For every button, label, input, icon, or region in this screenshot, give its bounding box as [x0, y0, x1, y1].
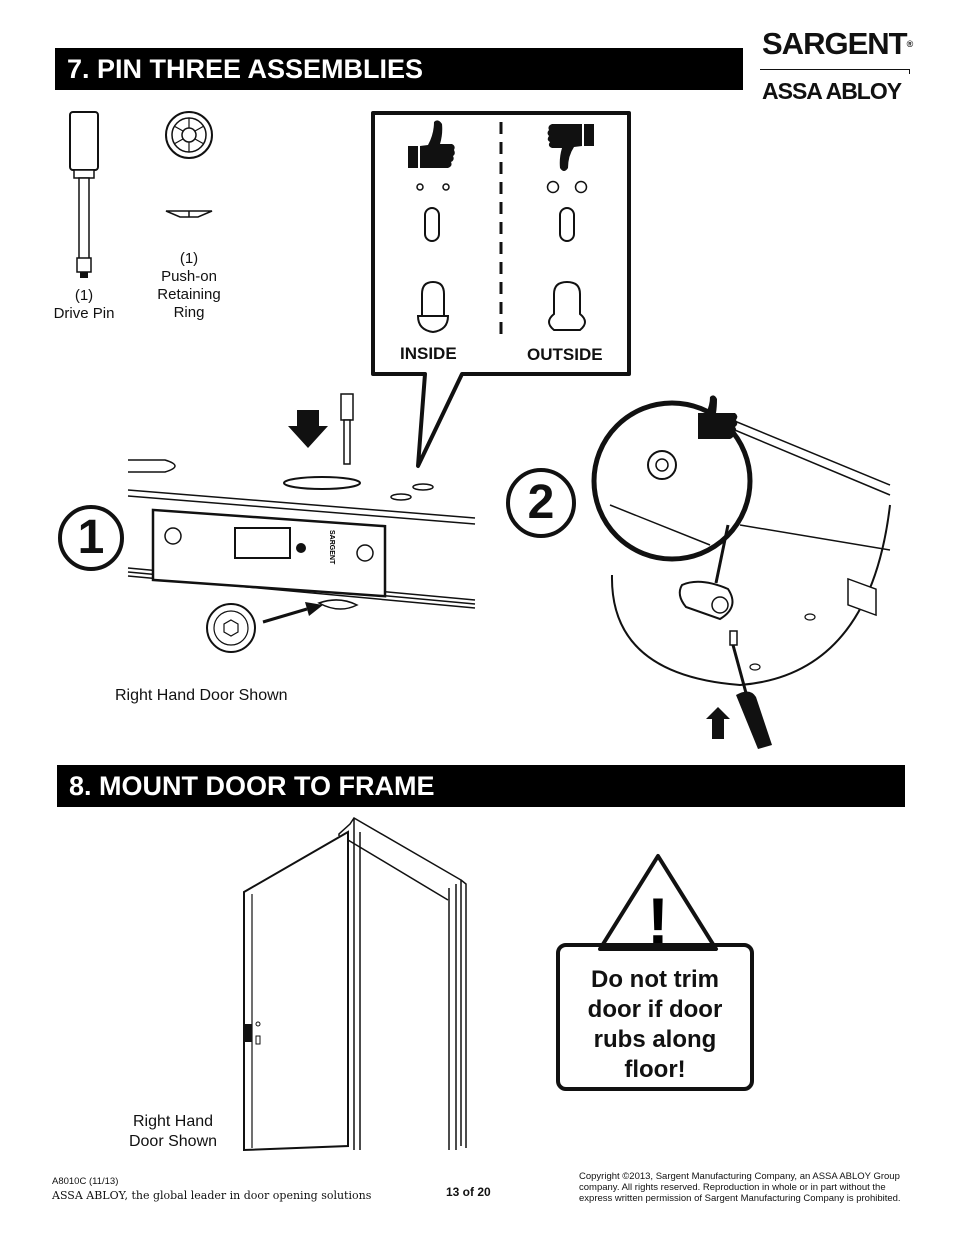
retaining-ring-illustration — [165, 111, 213, 218]
assa-abloy-logo: ASSA ABLOY — [762, 78, 902, 104]
detail-view-illustration — [591, 395, 891, 749]
thumbs-up-icon — [408, 120, 455, 168]
door-frame-illustration — [243, 816, 467, 1152]
retaining-ring-name-2: Retaining — [157, 286, 221, 303]
warning-line-1: Do not trim — [591, 966, 719, 993]
callout-box — [371, 111, 631, 468]
brand-divider — [760, 69, 910, 74]
warning-line-2: door if door — [587, 996, 723, 1023]
copyright-line-3: express written permission of Sargent Ma… — [579, 1193, 901, 1204]
step-number-1-circle: 1 — [58, 505, 124, 571]
retaining-ring-name-1: Push-on — [161, 268, 217, 285]
brand-name: SARGENT — [762, 26, 908, 61]
footer-tagline: ASSA ABLOY, the global leader in door op… — [52, 1189, 372, 1202]
warning-box: Do not trim door if door rubs along floo… — [556, 943, 754, 1091]
sargent-logo: SARGENT® — [762, 26, 914, 62]
step8-caption: Right Hand Door Shown — [112, 1112, 234, 1152]
step8-caption-line-2: Door Shown — [128, 1133, 218, 1150]
inside-label: INSIDE — [400, 344, 457, 363]
copyright-line-1: Copyright ©2013, Sargent Manufacturing C… — [579, 1171, 900, 1182]
warning-line-3: rubs along — [593, 1026, 717, 1053]
thumbs-down-icon — [547, 124, 594, 171]
page-number: 13 of 20 — [446, 1185, 491, 1199]
warning-line-4: floor! — [624, 1056, 686, 1083]
retaining-ring-name-3: Ring — [173, 304, 205, 321]
copyright-line-2: company. All rights reserved. Reproducti… — [579, 1182, 886, 1193]
drive-pin-illustration — [69, 111, 99, 278]
warning-mark: ! — [647, 884, 669, 952]
drive-pin-name: Drive Pin — [53, 305, 115, 322]
drive-pin-label: (1) Drive Pin — [40, 287, 128, 323]
retaining-ring-qty: (1) — [179, 250, 199, 267]
step8-caption-line-1: Right Hand — [132, 1113, 214, 1130]
warning-text: Do not trim door if door rubs along floo… — [560, 965, 750, 1085]
step-number-2-circle: 2 — [506, 468, 576, 538]
warning-triangle-icon: ! — [598, 854, 718, 952]
step-number-1: 1 — [77, 511, 105, 564]
step-number-2: 2 — [527, 476, 555, 529]
copyright: Copyright ©2013, Sargent Manufacturing C… — [579, 1171, 909, 1204]
lock-edge-illustration: SARGENT — [127, 393, 476, 653]
retaining-ring-label: (1) Push-on Retaining Ring — [140, 250, 238, 322]
svg-text:SARGENT: SARGENT — [328, 530, 335, 565]
step7-title: 7. PIN THREE ASSEMBLIES — [55, 48, 743, 90]
doc-code: A8010C (11/13) — [52, 1176, 119, 1187]
brand-mark: ® — [906, 39, 914, 49]
drive-pin-qty: (1) — [74, 287, 94, 304]
step8-title: 8. MOUNT DOOR TO FRAME — [57, 765, 905, 807]
step7-caption: Right Hand Door Shown — [115, 687, 288, 704]
outside-label: OUTSIDE — [527, 345, 603, 364]
